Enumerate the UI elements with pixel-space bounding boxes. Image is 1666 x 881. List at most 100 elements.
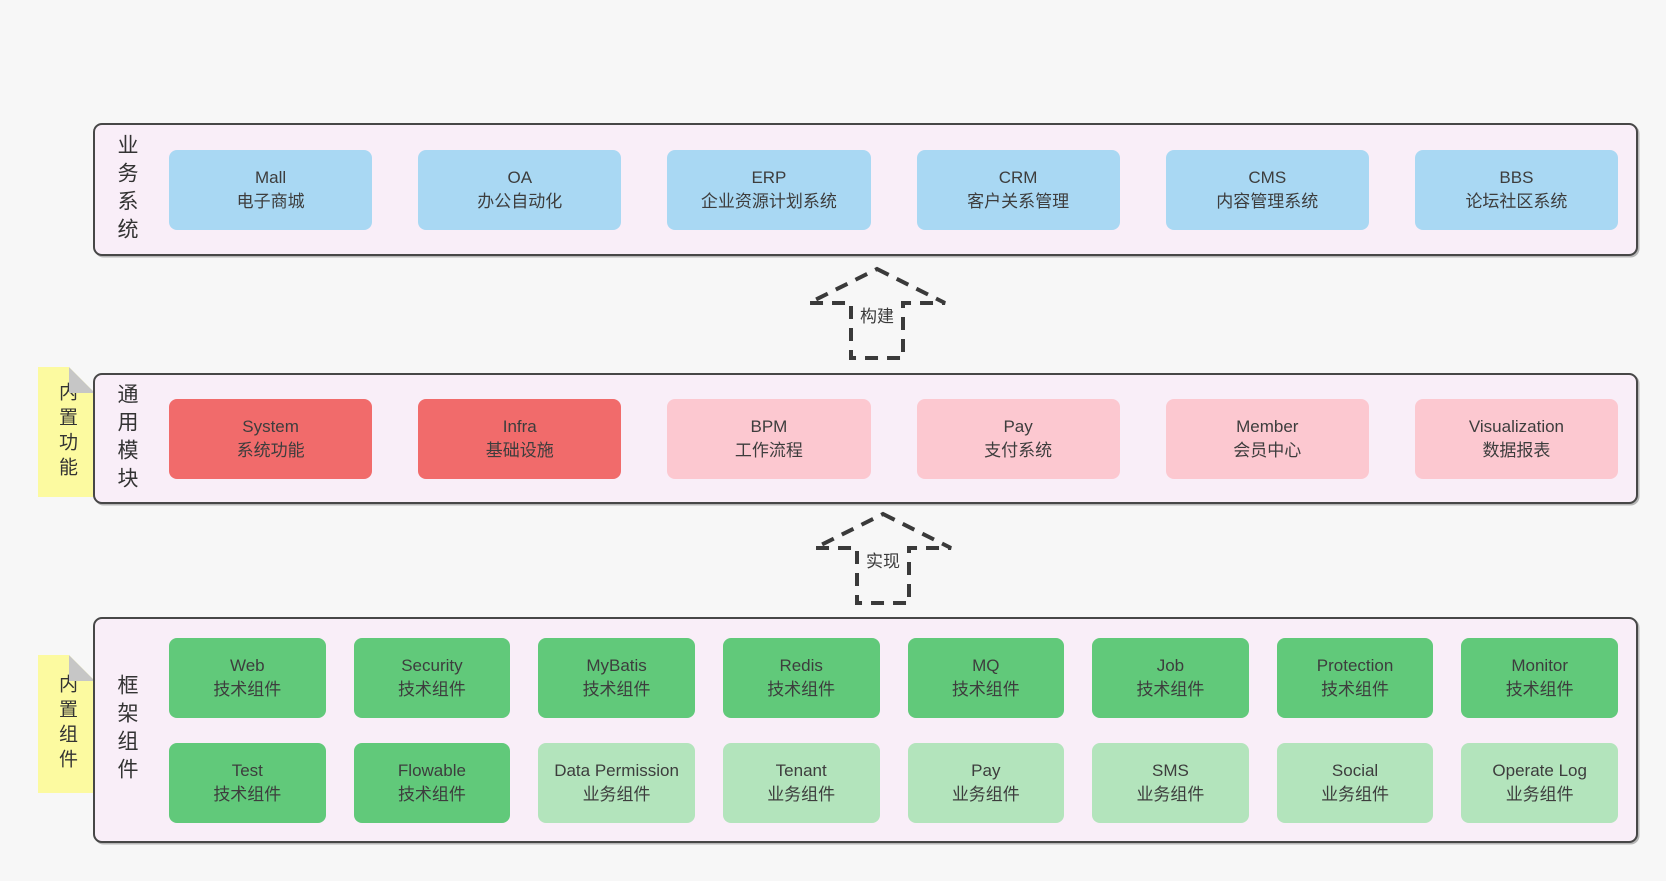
- box-infra-zh: 基础设施: [485, 440, 554, 460]
- box-oa-zh: 办公自动化: [477, 191, 563, 211]
- arrow-build-label: 构建: [857, 302, 897, 327]
- box-infra-en: Infra: [502, 417, 537, 437]
- box-system-en: System: [242, 417, 299, 437]
- band-common-modules: 通用模块 System 系统功能 Infra 基础设施 BPM 工作流程 Pay…: [93, 373, 1638, 504]
- box-protection-zh: 技术组件: [1321, 679, 1390, 699]
- band-framework-components-label: 框架组件: [115, 674, 138, 786]
- box-bbs: BBS 论坛社区系统: [1414, 149, 1619, 230]
- arrow-up-dashed-icon: [814, 511, 952, 605]
- box-erp: ERP 企业资源计划系统: [667, 149, 871, 230]
- box-mq: MQ 技术组件: [907, 637, 1065, 718]
- common-modules-boxes: System 系统功能 Infra 基础设施 BPM 工作流程 Pay 支付系统…: [151, 398, 1636, 479]
- box-mall-zh: 电子商城: [236, 191, 305, 211]
- arrow-up-dashed-icon: [808, 266, 946, 360]
- band-framework-components: 框架组件 Web 技术组件 Security 技术组件 MyBatis 技术组件…: [93, 617, 1638, 843]
- box-sms: SMS 业务组件: [1092, 742, 1249, 823]
- box-web-en: Web: [229, 656, 265, 676]
- box-mybatis-zh: 技术组件: [582, 679, 651, 699]
- box-protection-en: Protection: [1316, 656, 1394, 676]
- box-data-permission-en: Data Permission: [554, 761, 679, 781]
- box-crm-en: CRM: [998, 168, 1038, 188]
- sticky-note-built-in-features: 内置功能: [38, 367, 95, 497]
- box-redis: Redis 技术组件: [722, 637, 880, 718]
- box-security: Security 技术组件: [353, 637, 511, 718]
- box-bbs-en: BBS: [1499, 168, 1534, 188]
- box-operate-log-zh: 业务组件: [1505, 784, 1574, 804]
- box-social-en: Social: [1331, 761, 1379, 781]
- box-mq-zh: 技术组件: [951, 679, 1020, 699]
- box-monitor-zh: 技术组件: [1505, 679, 1574, 699]
- box-monitor: Monitor 技术组件: [1461, 637, 1618, 718]
- box-visualization: Visualization 数据报表: [1414, 398, 1619, 479]
- box-infra: Infra 基础设施: [418, 398, 622, 479]
- box-bbs-zh: 论坛社区系统: [1465, 191, 1568, 211]
- box-oa: OA 办公自动化: [418, 149, 622, 230]
- box-cms: CMS 内容管理系统: [1165, 149, 1369, 230]
- box-tenant-zh: 业务组件: [767, 784, 836, 804]
- box-pay-component-en: Pay: [971, 761, 1001, 781]
- box-flowable-zh: 技术组件: [397, 784, 466, 804]
- arrow-implement-label: 实现: [863, 547, 903, 572]
- box-social: Social 业务组件: [1276, 742, 1434, 823]
- box-cms-zh: 内容管理系统: [1216, 191, 1319, 211]
- business-systems-boxes: Mall 电子商城 OA 办公自动化 ERP 企业资源计划系统 CRM 客户关系…: [151, 149, 1636, 230]
- box-pay-module-zh: 支付系统: [984, 440, 1053, 460]
- box-pay-module-en: Pay: [1003, 417, 1033, 437]
- box-pay-component: Pay 业务组件: [907, 742, 1065, 823]
- box-test-zh: 技术组件: [213, 784, 282, 804]
- sticky-note-built-in-components-label: 内置组件: [56, 674, 77, 774]
- box-test-en: Test: [231, 761, 263, 781]
- box-monitor-en: Monitor: [1511, 656, 1569, 676]
- box-sms-en: SMS: [1152, 761, 1189, 781]
- box-member: Member 会员中心: [1165, 398, 1369, 479]
- box-erp-zh: 企业资源计划系统: [700, 191, 837, 211]
- box-job: Job 技术组件: [1092, 637, 1249, 718]
- sticky-note-built-in-features-label: 内置功能: [56, 382, 77, 482]
- box-bpm-zh: 工作流程: [734, 440, 803, 460]
- box-crm-zh: 客户关系管理: [967, 191, 1070, 211]
- box-security-zh: 技术组件: [397, 679, 466, 699]
- box-job-en: Job: [1156, 656, 1185, 676]
- box-mall: Mall 电子商城: [169, 149, 373, 230]
- box-mq-en: MQ: [972, 656, 1000, 676]
- box-web-zh: 技术组件: [213, 679, 282, 699]
- band-business-systems: 业务系统 Mall 电子商城 OA 办公自动化 ERP 企业资源计划系统 CRM…: [93, 123, 1638, 256]
- box-social-zh: 业务组件: [1321, 784, 1390, 804]
- box-bpm-en: BPM: [750, 417, 788, 437]
- box-mybatis: MyBatis 技术组件: [538, 637, 695, 718]
- box-pay-component-zh: 业务组件: [951, 784, 1020, 804]
- box-bpm: BPM 工作流程: [667, 398, 871, 479]
- box-erp-en: ERP: [751, 168, 787, 188]
- box-tenant: Tenant 业务组件: [722, 742, 880, 823]
- folded-corner-icon: [69, 655, 95, 681]
- folded-corner-icon: [69, 367, 95, 393]
- framework-components-grid: Web 技术组件 Security 技术组件 MyBatis 技术组件 Redi…: [151, 637, 1636, 823]
- box-redis-en: Redis: [779, 656, 823, 676]
- box-mybatis-en: MyBatis: [586, 656, 647, 676]
- band-common-modules-label: 通用模块: [115, 382, 138, 495]
- box-operate-log: Operate Log 业务组件: [1461, 742, 1618, 823]
- arrow-implement: 实现: [813, 511, 953, 606]
- box-operate-log-en: Operate Log: [1492, 761, 1587, 781]
- band-business-systems-label: 业务系统: [115, 133, 138, 246]
- box-pay-module: Pay 支付系统: [916, 398, 1120, 479]
- box-mall-en: Mall: [255, 168, 287, 188]
- box-system: System 系统功能: [169, 398, 373, 479]
- box-redis-zh: 技术组件: [767, 679, 836, 699]
- box-oa-en: OA: [507, 168, 533, 188]
- box-data-permission: Data Permission 业务组件: [538, 742, 695, 823]
- box-tenant-en: Tenant: [775, 761, 827, 781]
- box-visualization-zh: 数据报表: [1482, 440, 1551, 460]
- box-crm: CRM 客户关系管理: [916, 149, 1120, 230]
- box-visualization-en: Visualization: [1468, 417, 1565, 437]
- box-member-zh: 会员中心: [1233, 440, 1302, 460]
- box-web: Web 技术组件: [169, 637, 326, 718]
- box-protection: Protection 技术组件: [1276, 637, 1434, 718]
- arrow-build: 构建: [807, 266, 947, 361]
- box-sms-zh: 业务组件: [1136, 784, 1205, 804]
- box-flowable-en: Flowable: [397, 761, 466, 781]
- box-job-zh: 技术组件: [1136, 679, 1205, 699]
- sticky-note-built-in-components: 内置组件: [38, 655, 95, 793]
- box-cms-en: CMS: [1248, 168, 1287, 188]
